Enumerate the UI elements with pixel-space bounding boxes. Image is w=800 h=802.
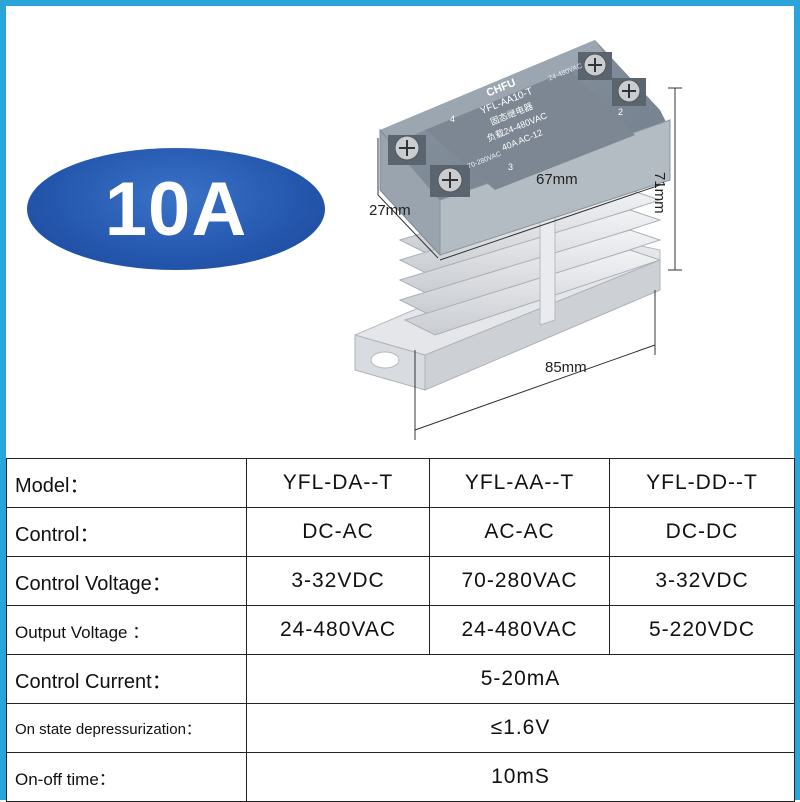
table-cell: ≤1.6V	[246, 703, 795, 753]
table-cell: 3-32VDC	[246, 556, 430, 606]
table-cell: 10mS	[246, 752, 795, 802]
rating-badge: 10A	[27, 148, 325, 270]
table-row: Control： DC-AC AC-AC DC-DC	[6, 507, 795, 557]
terminal-2: 2	[618, 107, 623, 117]
dimension-width: 27mm	[369, 202, 411, 219]
terminal-3: 3	[508, 162, 513, 172]
header-model-dd: YFL-DD--T	[609, 458, 795, 508]
relay-body: CHFU YFL-AA10-T 固态继电器 负载24-480VAC 40A AC…	[379, 40, 671, 257]
table-cell: 70-280VAC	[429, 556, 610, 606]
table-row: On-off time： 10mS	[6, 752, 795, 802]
dimension-heatsink-length: 85mm	[545, 359, 587, 376]
table-cell: 5-220VDC	[609, 605, 795, 655]
header-model-aa: YFL-AA--T	[429, 458, 610, 508]
terminal-1: 1	[545, 44, 550, 54]
table-cell: 24-480VAC	[429, 605, 610, 655]
dimension-lines	[377, 87, 682, 440]
table-cell: 3-32VDC	[609, 556, 795, 606]
table-row: Control Voltage： 3-32VDC 70-280VAC 3-32V…	[6, 556, 795, 606]
header-model: Model：	[6, 458, 247, 508]
table-cell: 5-20mA	[246, 654, 795, 704]
row-label: On state depressurization：	[6, 703, 247, 753]
row-label: Control：	[6, 507, 247, 557]
terminal-screw	[578, 52, 612, 80]
spec-table: Model： YFL-DA--T YFL-AA--T YFL-DD--T Con…	[6, 458, 795, 802]
dimension-length: 67mm	[536, 171, 578, 188]
table-row: Control Current： 5-20mA	[6, 654, 795, 704]
rating-badge-text: 10A	[104, 166, 248, 252]
row-label: On-off time：	[6, 752, 247, 802]
table-cell: DC-AC	[246, 507, 430, 557]
product-photo: CHFU YFL-AA10-T 固态继电器 负载24-480VAC 40A AC…	[354, 40, 682, 440]
table-row: Output Voltage ： 24-480VAC 24-480VAC 5-2…	[6, 605, 795, 655]
terminal-4: 4	[450, 114, 455, 124]
terminal-screw	[612, 78, 646, 106]
row-label: Output Voltage ：	[6, 605, 247, 655]
dimension-height: 71mm	[651, 172, 668, 214]
terminal-screw	[388, 135, 426, 165]
table-cell: 24-480VAC	[246, 605, 430, 655]
table-cell: DC-DC	[609, 507, 795, 557]
row-label: Control Voltage：	[6, 556, 247, 606]
table-header-row: Model： YFL-DA--T YFL-AA--T YFL-DD--T	[6, 458, 795, 508]
table-row: On state depressurization： ≤1.6V	[6, 703, 795, 753]
header-model-da: YFL-DA--T	[246, 458, 430, 508]
table-cell: AC-AC	[429, 507, 610, 557]
row-label: Control Current：	[6, 654, 247, 704]
terminal-screw	[430, 165, 470, 197]
